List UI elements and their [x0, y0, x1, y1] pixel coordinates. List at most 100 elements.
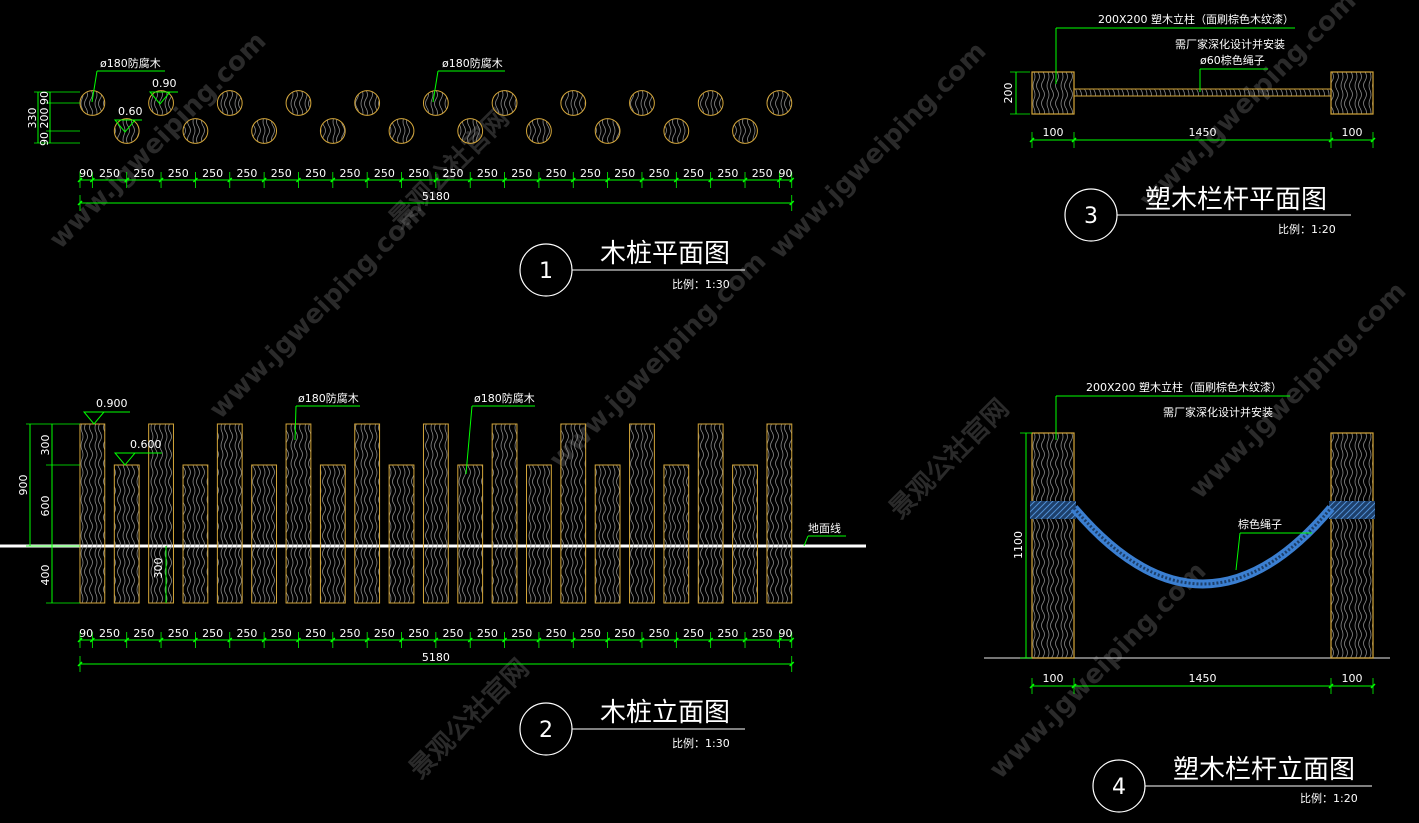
v1-spacing-label: 250 [374, 167, 395, 180]
v2-level-high: 0.900 [96, 397, 128, 410]
v1-vdim-c: 90 [38, 132, 51, 146]
v1-level-high: 0.90 [152, 77, 177, 90]
v3-left-post [1031, 71, 1075, 115]
v4-spacing-label: 100 [1043, 672, 1064, 685]
v2-spacing-label: 250 [752, 627, 773, 640]
v2-title: 木桩立面图 [600, 698, 730, 728]
v2-pile [560, 423, 587, 604]
v1-pile-circles [79, 90, 793, 144]
v2-pile [285, 423, 312, 604]
watermark-text: 景观公社官网 [883, 393, 1015, 525]
v1-spacing-label: 250 [443, 167, 464, 180]
v1-pile [594, 118, 621, 144]
v2-spacing-label: 250 [236, 627, 257, 640]
v1-pile [251, 118, 278, 144]
v1-label-left: ø180防腐木 [100, 56, 161, 70]
v1-title: 木桩平面图 [600, 239, 730, 269]
v1-pile [526, 118, 552, 144]
v3-title: 塑木栏杆平面图 [1145, 185, 1327, 215]
v1-scale: 比例：1:30 [672, 277, 730, 291]
v1-spacing-label: 250 [339, 167, 360, 180]
v2-pile [766, 423, 793, 604]
v3-scale: 比例：1:20 [1278, 222, 1336, 236]
v4-title-block: 4 塑木栏杆立面图 比例：1:20 [1092, 755, 1372, 813]
v2-annotations: 0.900 0.600 ø180防腐木 ø180防腐木 地面线 [82, 391, 846, 547]
v2-vdim-mid: 600 [39, 496, 52, 517]
v2-pile [491, 423, 518, 604]
v1-pile [732, 118, 758, 144]
v4-title: 塑木栏杆立面图 [1173, 755, 1355, 785]
v2-spacing-label: 90 [779, 627, 793, 640]
v1-left-vertical-dims: 330 90 200 90 [26, 91, 80, 146]
v1-pile [560, 90, 587, 116]
watermark-text: www.jgweiping.com [764, 36, 993, 265]
v4-right-post [1330, 432, 1374, 659]
v1-vdim-total: 330 [26, 108, 39, 129]
v2-spacing-label: 250 [717, 627, 738, 640]
v1-pile [457, 118, 484, 144]
v1-spacing-label: 250 [649, 167, 670, 180]
v2-spacing-label: 250 [546, 627, 567, 640]
v4-note-factory: 需厂家深化设计并安装 [1163, 405, 1273, 419]
v2-pile [182, 464, 209, 604]
v1-pile [629, 90, 655, 116]
v4-vdim: 1100 [1012, 531, 1025, 559]
v3-spacing-label: 1450 [1189, 126, 1217, 139]
v3-view-number: 3 [1084, 204, 1098, 229]
v1-pile [422, 90, 449, 116]
v2-spacing-label: 250 [614, 627, 635, 640]
v3-spacing-label: 100 [1342, 126, 1363, 139]
v2-spacing-label: 250 [408, 627, 429, 640]
v2-label-right: ø180防腐木 [474, 391, 535, 405]
v3-note-factory: 需厂家深化设计并安装 [1175, 37, 1285, 51]
v1-spacing-label: 250 [546, 167, 567, 180]
v2-spacing-label: 250 [271, 627, 292, 640]
v2-vdim-top: 300 [39, 435, 52, 456]
v1-pile [491, 90, 518, 116]
v2-pile [594, 464, 621, 604]
v1-spacing-label: 250 [511, 167, 532, 180]
v2-pile [79, 423, 106, 604]
v2-pile [732, 464, 758, 604]
v1-spacing-label: 250 [236, 167, 257, 180]
v2-vdim-below: 400 [39, 565, 52, 586]
v2-total-label: 5180 [422, 651, 450, 664]
v1-view-number: 1 [539, 259, 553, 284]
v2-spacing-label: 250 [133, 627, 154, 640]
watermark-text: www.jgweiping.com [1134, 0, 1363, 215]
v1-pile [663, 118, 690, 144]
v2-pile [629, 423, 655, 604]
v2-spacing-label: 250 [339, 627, 360, 640]
v1-level-low: 0.60 [118, 105, 143, 118]
v4-note-rope: 棕色绳子 [1238, 517, 1282, 531]
v2-pile [526, 464, 552, 604]
v4-view-number: 4 [1112, 775, 1126, 800]
v2-pile [422, 423, 449, 604]
v1-spacing-label: 250 [717, 167, 738, 180]
v1-pile [697, 90, 724, 116]
v1-label-right: ø180防腐木 [442, 56, 503, 70]
v2-label-left: ø180防腐木 [298, 391, 359, 405]
v1-spacing-label: 90 [779, 167, 793, 180]
v4-left-rope-wrap [1030, 501, 1076, 519]
v1-pile [285, 90, 312, 116]
v1-spacing-label: 250 [408, 167, 429, 180]
v2-spacing-label: 250 [202, 627, 223, 640]
v1-annotations: ø180防腐木 ø180防腐木 0.90 0.60 [91, 56, 505, 133]
v2-pile [216, 423, 243, 604]
v2-scale: 比例：1:30 [672, 736, 730, 750]
v2-pile [113, 464, 140, 604]
v4-note-post: 200X200 塑木立柱（面刷棕色木纹漆） [1086, 380, 1282, 394]
watermark-text: www.jgweiping.com [204, 196, 433, 425]
v1-spacing-label: 250 [614, 167, 635, 180]
v2-title-block: 2 木桩立面图 比例：1:30 [519, 698, 745, 756]
v2-spacing-label: 250 [99, 627, 120, 640]
v1-pile [182, 118, 209, 144]
v1-total-label: 5180 [422, 190, 450, 203]
v1-spacing-label: 250 [477, 167, 498, 180]
v1-pile [79, 90, 106, 116]
